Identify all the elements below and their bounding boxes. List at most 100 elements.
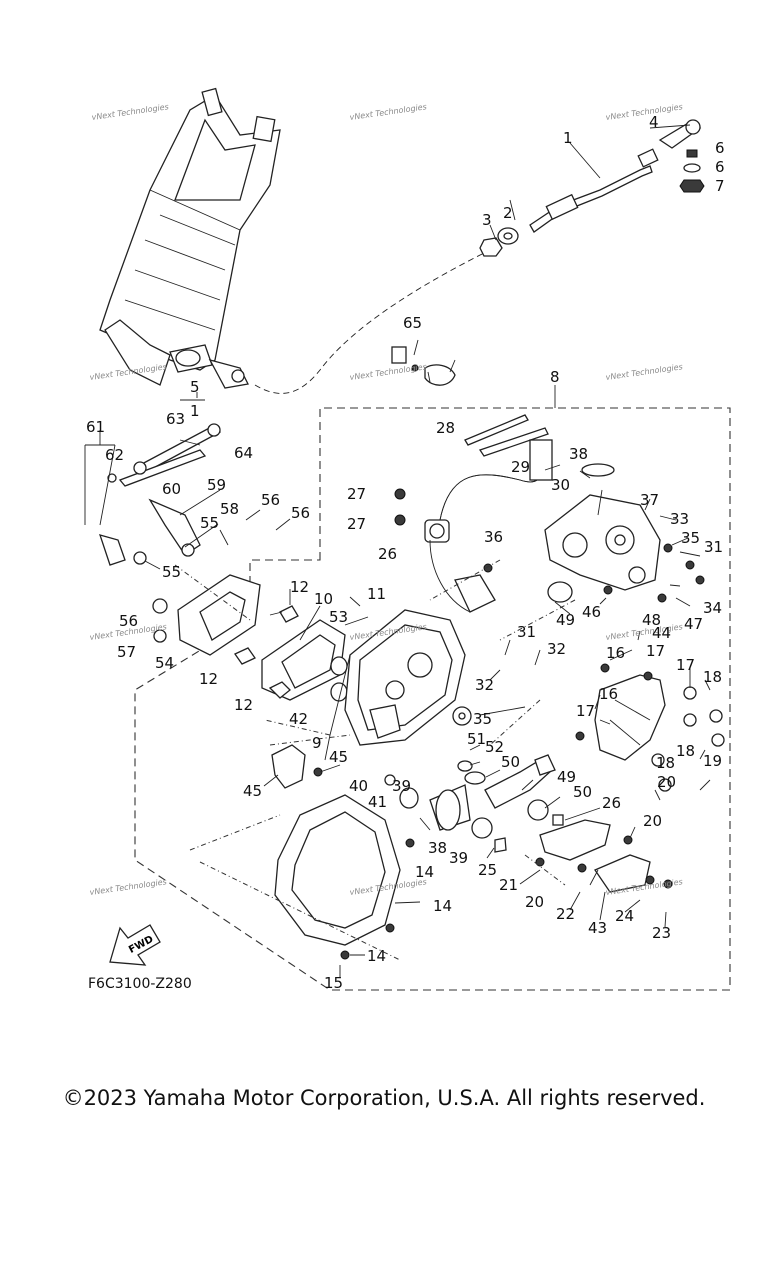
callout: 38 xyxy=(569,445,588,463)
callout-numbers: 1 1 2 3 4 5 6 6 7 8 9 10 11 12 12 12 13 … xyxy=(86,113,725,992)
callout: 39 xyxy=(392,777,411,795)
callout: 56 xyxy=(291,504,310,522)
callout: 40 xyxy=(349,777,368,795)
callout: 35 xyxy=(681,529,700,547)
callout: 41 xyxy=(368,793,387,811)
callout: 5 xyxy=(190,378,200,396)
callout: 26 xyxy=(378,545,397,563)
callout: 8 xyxy=(550,368,560,386)
callout: 36 xyxy=(484,528,503,546)
callout: 55 xyxy=(200,514,219,532)
callout: 45 xyxy=(329,748,348,766)
callout: 52 xyxy=(485,738,504,756)
callout: 29 xyxy=(511,458,530,476)
callout: 2 xyxy=(503,204,513,222)
callout: 14 xyxy=(415,863,434,881)
callout: 60 xyxy=(162,480,181,498)
callout: 14 xyxy=(433,897,452,915)
callout: 6 xyxy=(715,139,725,157)
callout: 3 xyxy=(482,211,492,229)
callout: 50 xyxy=(573,783,592,801)
callout: 37 xyxy=(640,491,659,509)
main-housing xyxy=(324,609,472,761)
callout: 32 xyxy=(475,676,494,694)
gear-and-shaft-parts xyxy=(384,754,564,853)
callout: 18 xyxy=(676,742,695,760)
callout: 1 xyxy=(563,129,573,147)
callout: 26 xyxy=(602,794,621,812)
callout: 64 xyxy=(234,444,253,462)
callout: 59 xyxy=(207,476,226,494)
callout: 45 xyxy=(243,782,262,800)
callout: 19 xyxy=(703,752,722,770)
callout: 38 xyxy=(428,839,447,857)
callout: 31 xyxy=(517,623,536,641)
callout: 42 xyxy=(289,710,308,728)
callout: 17 xyxy=(646,642,665,660)
hose-clamp xyxy=(391,346,456,386)
exploded-parts-diagram: vNext Technologies vNext Technologies vN… xyxy=(84,87,731,992)
callout: 24 xyxy=(615,907,634,925)
callout: 31 xyxy=(704,538,723,556)
watermark-text: vNext Technologies xyxy=(605,362,683,382)
callout: 16 xyxy=(606,644,625,662)
watermark-text: vNext Technologies xyxy=(605,102,683,122)
callout: 28 xyxy=(436,419,455,437)
callout: 61 xyxy=(86,418,105,436)
callout: 53 xyxy=(329,608,348,626)
callout: 39 xyxy=(449,849,468,867)
shift-switch-bracket xyxy=(483,489,705,603)
callout: 20 xyxy=(643,812,662,830)
callout: 30 xyxy=(551,476,570,494)
callout: 1 xyxy=(190,402,200,420)
figure-code: F6C3100-Z280 xyxy=(88,976,192,992)
callout: 16 xyxy=(599,685,618,703)
callout: 12 xyxy=(199,670,218,688)
callout: 56 xyxy=(119,612,138,630)
callout: 65 xyxy=(403,314,422,332)
callout: 20 xyxy=(525,893,544,911)
callout: 21 xyxy=(499,876,518,894)
lower-cover xyxy=(274,794,415,960)
callout: 58 xyxy=(220,500,239,518)
fwd-arrow-icon: FWD xyxy=(109,924,161,966)
gasket-plates xyxy=(177,574,348,702)
callout: 14 xyxy=(367,947,386,965)
callout: 49 xyxy=(557,768,576,786)
callout: 54 xyxy=(155,654,174,672)
steering-cable-assembly xyxy=(254,119,705,394)
callout: 17 xyxy=(576,702,595,720)
callout: 18 xyxy=(656,754,675,772)
hose-and-ties xyxy=(394,414,615,613)
callout: 34 xyxy=(703,599,722,617)
callout-leaders xyxy=(85,124,711,977)
callout: 48 xyxy=(642,611,661,629)
callout: 20 xyxy=(657,773,676,791)
callout: 12 xyxy=(290,578,309,596)
callout: 33 xyxy=(670,510,689,528)
callout: 27 xyxy=(347,515,366,533)
callout: 62 xyxy=(105,446,124,464)
callout: 32 xyxy=(547,640,566,658)
callout: 17 xyxy=(676,656,695,674)
callout: 44 xyxy=(652,624,671,642)
callout: 9 xyxy=(312,734,322,752)
callout: 7 xyxy=(715,177,725,195)
callout: 11 xyxy=(367,585,386,603)
bracket-43 xyxy=(271,744,306,789)
callout: 43 xyxy=(588,919,607,937)
callout: 22 xyxy=(556,905,575,923)
callout: 12 xyxy=(234,696,253,714)
callout: 49 xyxy=(556,611,575,629)
leader-lines xyxy=(174,559,576,961)
callout: 57 xyxy=(117,643,136,661)
callout: 46 xyxy=(582,603,601,621)
callout: 50 xyxy=(501,753,520,771)
callout: 27 xyxy=(347,485,366,503)
watermark-text: vNext Technologies xyxy=(91,102,169,122)
shift-rods xyxy=(84,423,221,643)
copyright-notice: ©2023 Yamaha Motor Corporation, U.S.A. A… xyxy=(62,1086,706,1110)
callout: 47 xyxy=(684,615,703,633)
shift-arm-bracket xyxy=(535,663,725,893)
callout: 35 xyxy=(473,710,492,728)
